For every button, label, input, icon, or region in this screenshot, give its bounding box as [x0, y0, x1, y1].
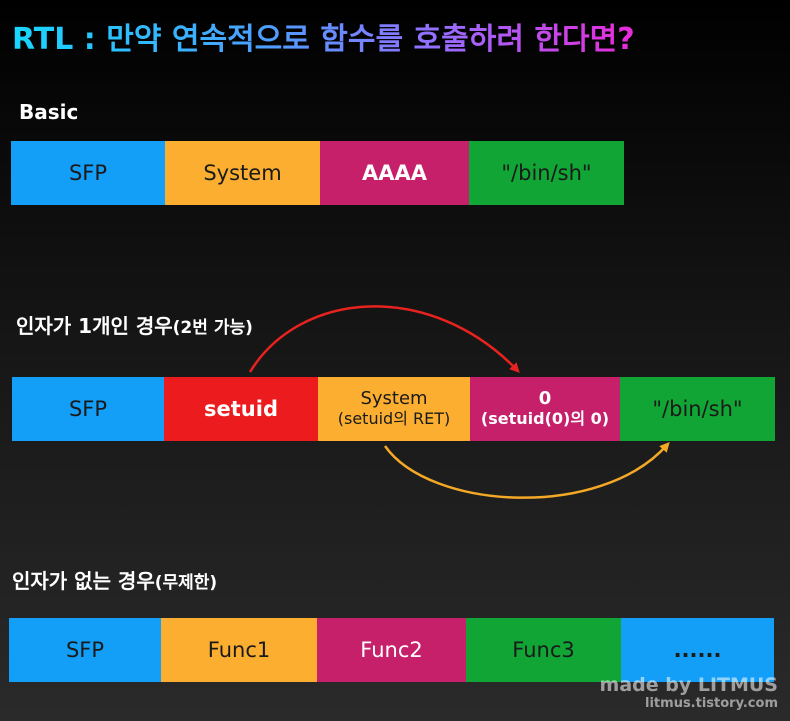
- section-label-one-arg-note: (2번 가능): [172, 318, 253, 338]
- stack-cell-sfp: SFP: [9, 618, 161, 682]
- section-label-one-arg-text: 인자가 1개인 경우: [16, 314, 173, 338]
- stack-row-basic: SFP System AAAA "/bin/sh": [11, 141, 624, 205]
- stack-cell-sfp: SFP: [12, 377, 164, 441]
- stack-cell-system: System (setuid의 RET): [318, 377, 470, 441]
- stack-cell-func3: Func3: [466, 618, 621, 682]
- cell-main: setuid: [204, 396, 278, 421]
- stack-cell-func1: Func1: [161, 618, 317, 682]
- section-label-no-arg: 인자가 없는 경우(무제한): [12, 565, 217, 594]
- stack-row-no-arg: SFP Func1 Func2 Func3 ......: [9, 618, 774, 682]
- cell-main: SFP: [68, 396, 108, 421]
- stack-cell-aaaa: AAAA: [320, 141, 469, 205]
- arrow-setuid-to-arg: [248, 305, 520, 373]
- stack-cell-ellipsis: ......: [621, 618, 774, 682]
- stack-cell-func2: Func2: [317, 618, 466, 682]
- page-title: RTL : 만약 연속적으로 함수를 호출하려 한다면?: [12, 14, 635, 58]
- cell-main: System: [360, 388, 428, 410]
- cell-sub: (setuid(0)의 0): [480, 409, 610, 429]
- stack-cell-setuid: setuid: [164, 377, 318, 441]
- stack-cell-sfp: SFP: [11, 141, 165, 205]
- section-label-basic: Basic: [19, 100, 79, 124]
- watermark-line1: made by LITMUS: [599, 674, 778, 696]
- stack-cell-binsh: "/bin/sh": [620, 377, 775, 441]
- stack-cell-system: System: [165, 141, 320, 205]
- arrow-system-to-binsh: [383, 442, 670, 499]
- watermark-line2: litmus.tistory.com: [645, 696, 778, 711]
- section-label-no-arg-text: 인자가 없는 경우: [12, 569, 155, 593]
- cell-sub: (setuid의 RET): [337, 409, 451, 429]
- watermark: made by LITMUS litmus.tistory.com: [600, 674, 778, 711]
- cell-main: 0: [538, 388, 552, 410]
- cell-main: "/bin/sh": [652, 396, 743, 421]
- section-label-one-arg: 인자가 1개인 경우(2번 가능): [16, 310, 253, 339]
- stack-row-one-arg: SFP setuid System (setuid의 RET) 0 (setui…: [12, 377, 775, 441]
- stack-cell-zero: 0 (setuid(0)의 0): [470, 377, 620, 441]
- stack-cell-binsh: "/bin/sh": [469, 141, 624, 205]
- section-label-no-arg-note: (무제한): [154, 573, 218, 593]
